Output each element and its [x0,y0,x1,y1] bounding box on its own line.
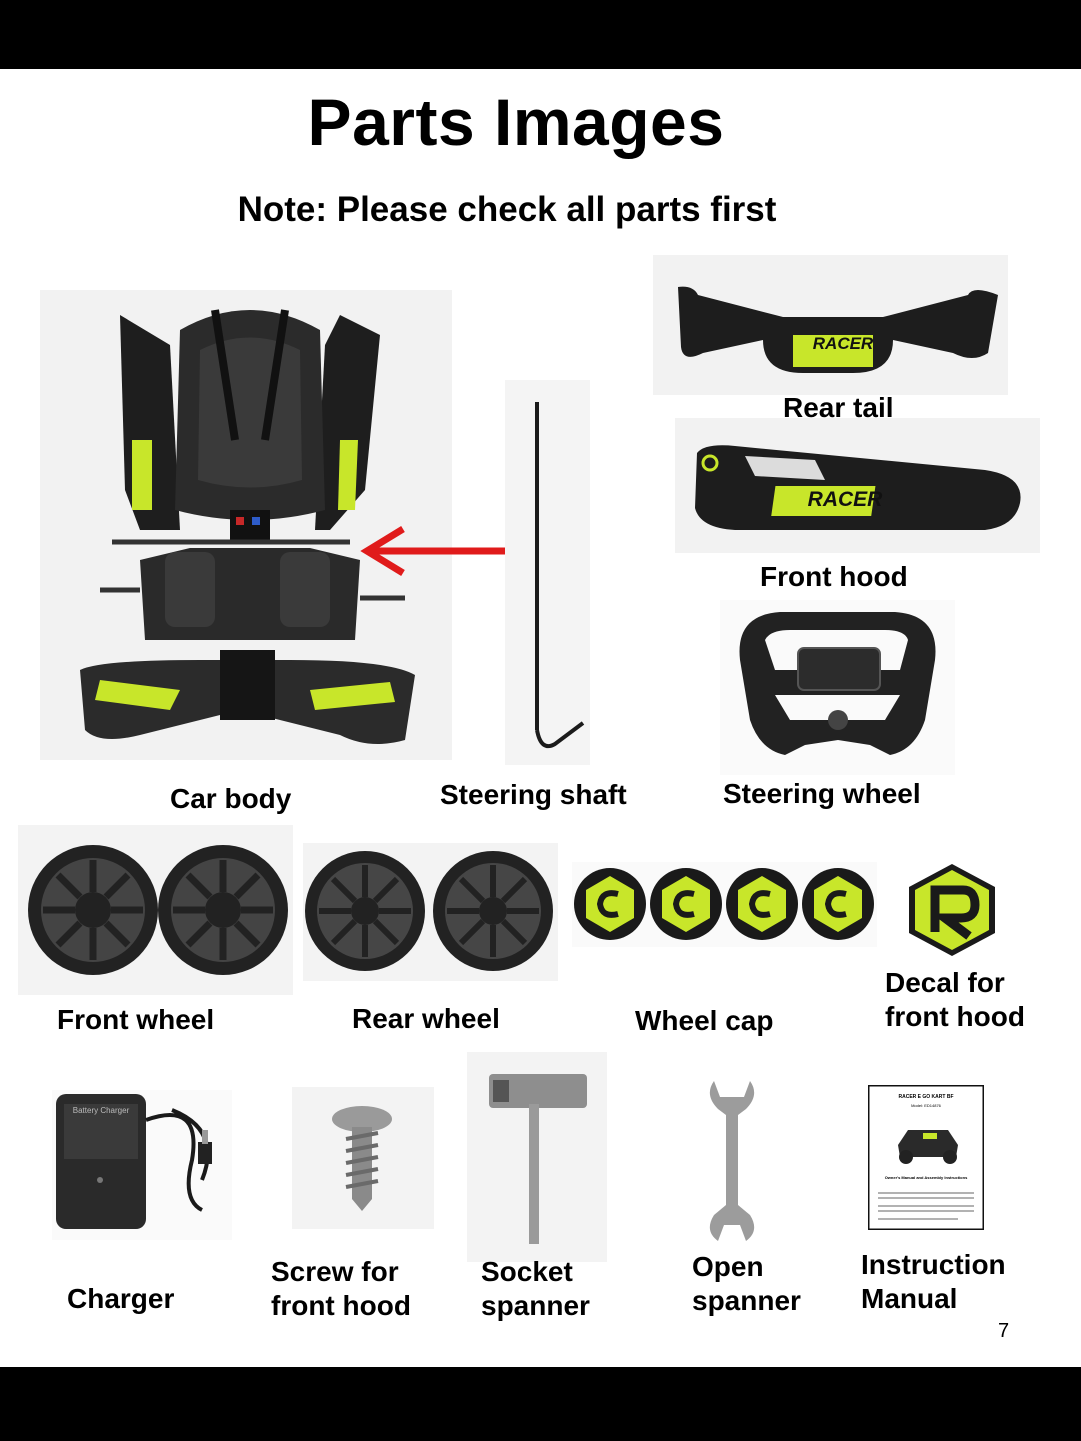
screw-image [292,1087,434,1229]
front-hood-image: RACER [675,418,1040,553]
socket-spanner-image [467,1052,607,1262]
decal-label-line1: Decal for [885,967,1005,998]
wheel-cap-image [572,862,877,947]
manual-cover-heading: RACER E GO KART BF [898,1094,954,1100]
socket-spanner-label-line2: spanner [481,1290,590,1321]
car-body-image [40,290,452,760]
screw-label-line2: front hood [271,1290,411,1321]
instruction-manual-label-line2: Manual [861,1283,958,1314]
red-arrow-icon [355,525,520,577]
page-number: 7 [998,1320,1010,1342]
charger-printed-label: Battery Charger [72,1106,130,1115]
screw-label-line1: Screw for [271,1256,399,1287]
wheel-cap-label: Wheel cap [635,1005,774,1036]
bottom-black-bar [0,1367,1081,1441]
rear-tail-image: RACER [653,255,1008,395]
front-hood-badge: RACER [807,488,883,511]
rear-wheel-image [303,843,558,981]
front-wheel-label: Front wheel [57,1004,215,1035]
instruction-manual-label-line1: Instruction [861,1249,1006,1280]
car-body-label: Car body [170,783,292,814]
instruction-manual-image: RACER E GO KART BF Model: ED14876 Owner'… [868,1085,984,1230]
decal-image [905,860,1000,960]
front-wheel-image [18,825,293,995]
rear-tail-label: Rear tail [783,392,894,423]
steering-shaft-label: Steering shaft [440,779,627,810]
front-hood-label: Front hood [760,561,908,592]
rear-tail-badge: RACER [812,334,874,353]
open-spanner-label-line2: spanner [692,1285,801,1316]
socket-spanner-label-line1: Socket [481,1256,573,1287]
manual-cover-title: Owner's Manual and Assembly Instructions [884,1175,968,1180]
page-subtitle: Note: Please check all parts first [237,190,777,229]
steering-shaft-image [505,380,590,765]
manual-cover-model: Model: ED14876 [911,1103,941,1108]
open-spanner-label-line1: Open [692,1251,764,1282]
decal-label-line2: front hood [885,1001,1025,1032]
steering-wheel-image [720,600,955,775]
open-spanner-image [700,1075,765,1245]
charger-image: Battery Charger [52,1090,232,1240]
page-title: Parts Images [307,85,725,159]
top-black-bar [0,0,1081,69]
rear-wheel-label: Rear wheel [352,1003,500,1034]
charger-label: Charger [67,1283,175,1314]
steering-wheel-label: Steering wheel [723,778,921,809]
